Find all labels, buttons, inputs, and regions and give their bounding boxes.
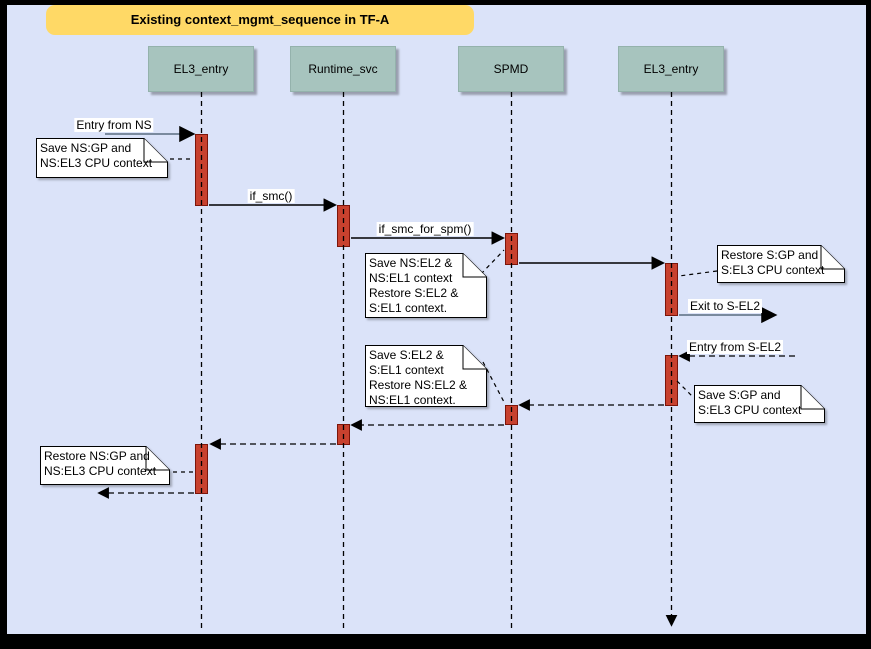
lifeline-header-el3-entry-1: EL3_entry <box>148 46 254 92</box>
lifeline-header-spmd: SPMD <box>458 46 564 92</box>
note-restore-s-context: Restore S:GP and S:EL3 CPU context <box>717 245 845 283</box>
note-text: Save S:GP and S:EL3 CPU context <box>698 388 802 417</box>
note-save-s-context: Save S:GP and S:EL3 CPU context <box>694 385 825 423</box>
sequence-diagram-canvas: Existing context_mgmt_sequence in TF-A E… <box>7 5 866 634</box>
message-label-entry-from-s-el2: Entry from S-EL2 <box>686 340 784 354</box>
lifeline-label: Runtime_svc <box>308 62 378 76</box>
note-text: Restore NS:GP and NS:EL3 CPU context <box>44 449 157 478</box>
message-label-exit-to-s-el2: Exit to S-EL2 <box>687 299 763 313</box>
note-connector-2 <box>480 249 505 275</box>
note-text: Save NS:EL2 & NS:EL1 context Restore S:E… <box>369 256 459 315</box>
note-restore-ns-context: Restore NS:GP and NS:EL3 CPU context <box>40 446 170 485</box>
lifeline-label: EL3_entry <box>173 62 229 76</box>
message-label-if-smc-for-spm: if_smc_for_spm() <box>376 222 474 236</box>
note-spmd-entry-context: Save NS:EL2 & NS:EL1 context Restore S:E… <box>365 253 487 318</box>
lifeline-header-runtime-svc: Runtime_svc <box>290 46 396 92</box>
lifeline-label: SPMD <box>493 62 529 76</box>
diagram-title: Existing context_mgmt_sequence in TF-A <box>46 5 474 35</box>
note-save-ns-context: Save NS:GP and NS:EL3 CPU context <box>36 138 168 178</box>
lifeline-header-el3-entry-2: EL3_entry <box>618 46 724 92</box>
note-text: Save S:EL2 & S:EL1 context Restore NS:EL… <box>369 348 468 407</box>
note-text: Restore S:GP and S:EL3 CPU context <box>721 248 825 277</box>
activation-bar-spmd-2 <box>505 405 518 425</box>
message-label-entry-from-ns: Entry from NS <box>74 118 154 132</box>
note-text: Save NS:GP and NS:EL3 CPU context <box>40 141 153 170</box>
lines-layer <box>97 92 795 630</box>
note-connector-3 <box>678 270 718 277</box>
lifeline-label: EL3_entry <box>643 62 699 76</box>
activation-bar-el3a-1 <box>195 134 208 206</box>
message-label-if-smc: if_smc() <box>247 189 295 203</box>
note-spmd-exit-context: Save S:EL2 & S:EL1 context Restore NS:EL… <box>365 345 487 407</box>
note-connector-4 <box>676 380 695 399</box>
